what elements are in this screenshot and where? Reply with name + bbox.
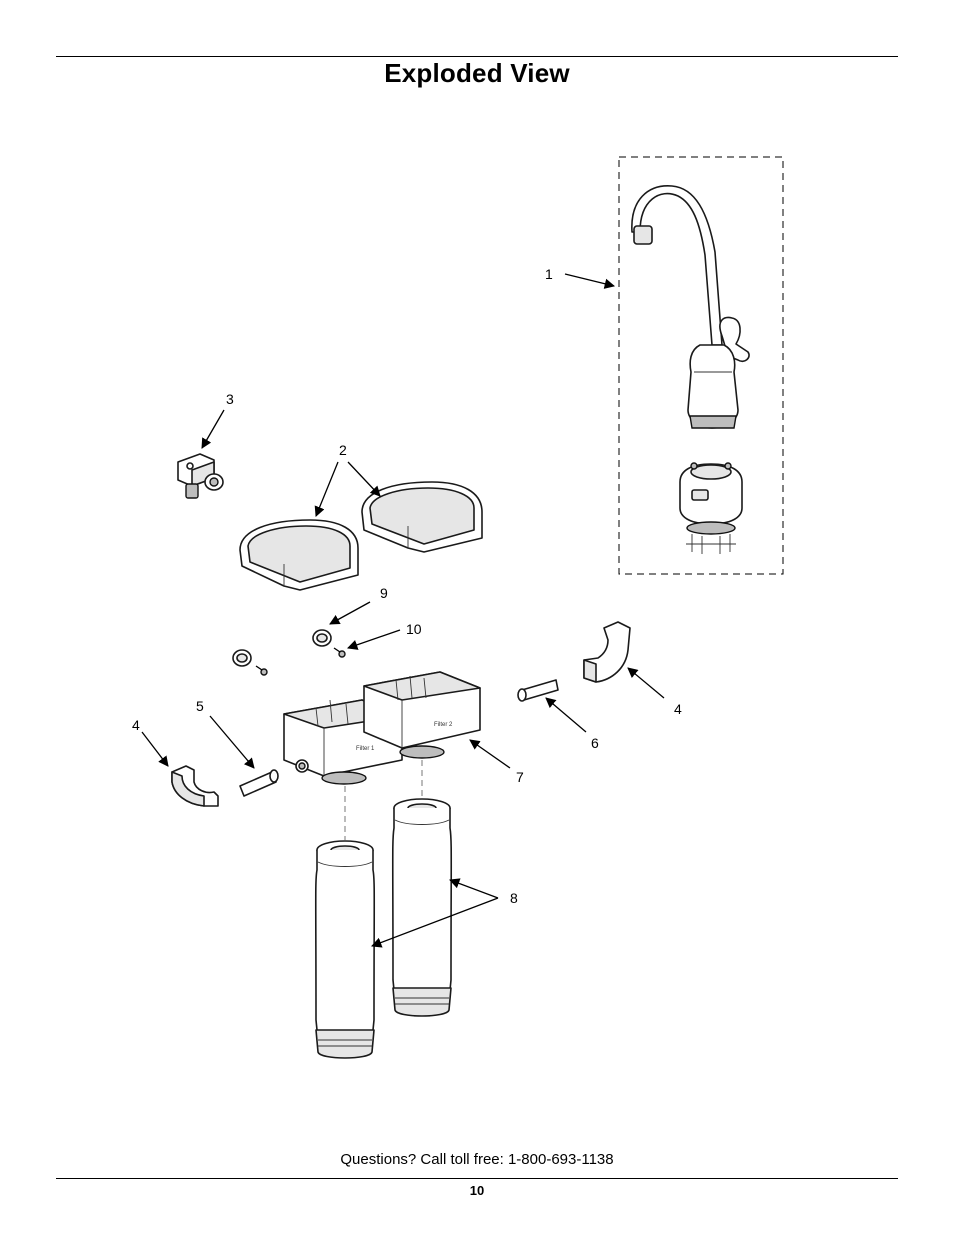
faucet-kit: [618, 156, 784, 575]
screw-right: [333, 647, 346, 658]
leader-2b: [347, 461, 381, 497]
cover-left: [239, 519, 359, 591]
callout-2: 2: [339, 442, 347, 458]
filter-cartridge-right: [391, 798, 453, 1017]
faucet-mount-logo: [691, 489, 709, 501]
footer-help-text: Questions? Call toll free: 1-800-693-113…: [340, 1151, 614, 1168]
tubing-5: [239, 769, 279, 797]
leader-8b: [371, 897, 499, 948]
o-ring-left: [232, 649, 252, 667]
callout-1: 1: [545, 266, 553, 282]
faucet-spout: [631, 185, 723, 346]
housing-label-filter-1: Filter 1: [356, 746, 375, 752]
callout-3: 3: [226, 391, 234, 407]
leader-4-left: [141, 731, 169, 767]
feed-water-adapter: [177, 453, 224, 499]
leader-3: [201, 409, 225, 449]
page-number: 10: [469, 1183, 485, 1198]
callout-10: 10: [406, 621, 422, 637]
faucet-kit-dashed-box: [618, 156, 784, 575]
faucet-base-ring: [689, 415, 737, 429]
callout-4-right: 4: [674, 701, 682, 717]
faucet-mount-opening: [690, 464, 732, 480]
callout-5: 5: [196, 698, 204, 714]
filter-cartridge-left: [314, 840, 376, 1059]
tubing-6: [517, 679, 559, 702]
faucet-mount-base: [679, 463, 743, 525]
leader-1: [564, 273, 616, 289]
screw-left: [255, 665, 268, 676]
housing-label-filter-2: Filter 2: [434, 722, 453, 728]
leader-5: [209, 715, 255, 769]
leader-2a: [314, 461, 339, 517]
o-ring-right: [312, 629, 332, 647]
leader-10: [347, 629, 401, 650]
leader-6: [545, 697, 587, 733]
callout-6: 6: [591, 735, 599, 751]
filter-manifold: Filter 1 Filter 2: [283, 671, 481, 785]
leader-4-right: [627, 667, 665, 699]
clip-right: [583, 621, 631, 683]
faucet-aerator: [633, 225, 653, 245]
page-title: Exploded View: [384, 58, 570, 88]
leader-9: [329, 601, 371, 625]
leader-8a: [449, 878, 499, 899]
clip-left: [171, 765, 219, 807]
callout-7: 7: [516, 769, 524, 785]
callout-8: 8: [510, 890, 518, 906]
leader-7: [469, 739, 511, 769]
bottom-rule: [56, 1178, 898, 1179]
faucet-mount-gasket: [686, 521, 736, 535]
cover-right: [361, 481, 483, 553]
top-rule: [56, 56, 898, 57]
callout-9: 9: [380, 585, 388, 601]
callout-4-left: 4: [132, 717, 140, 733]
